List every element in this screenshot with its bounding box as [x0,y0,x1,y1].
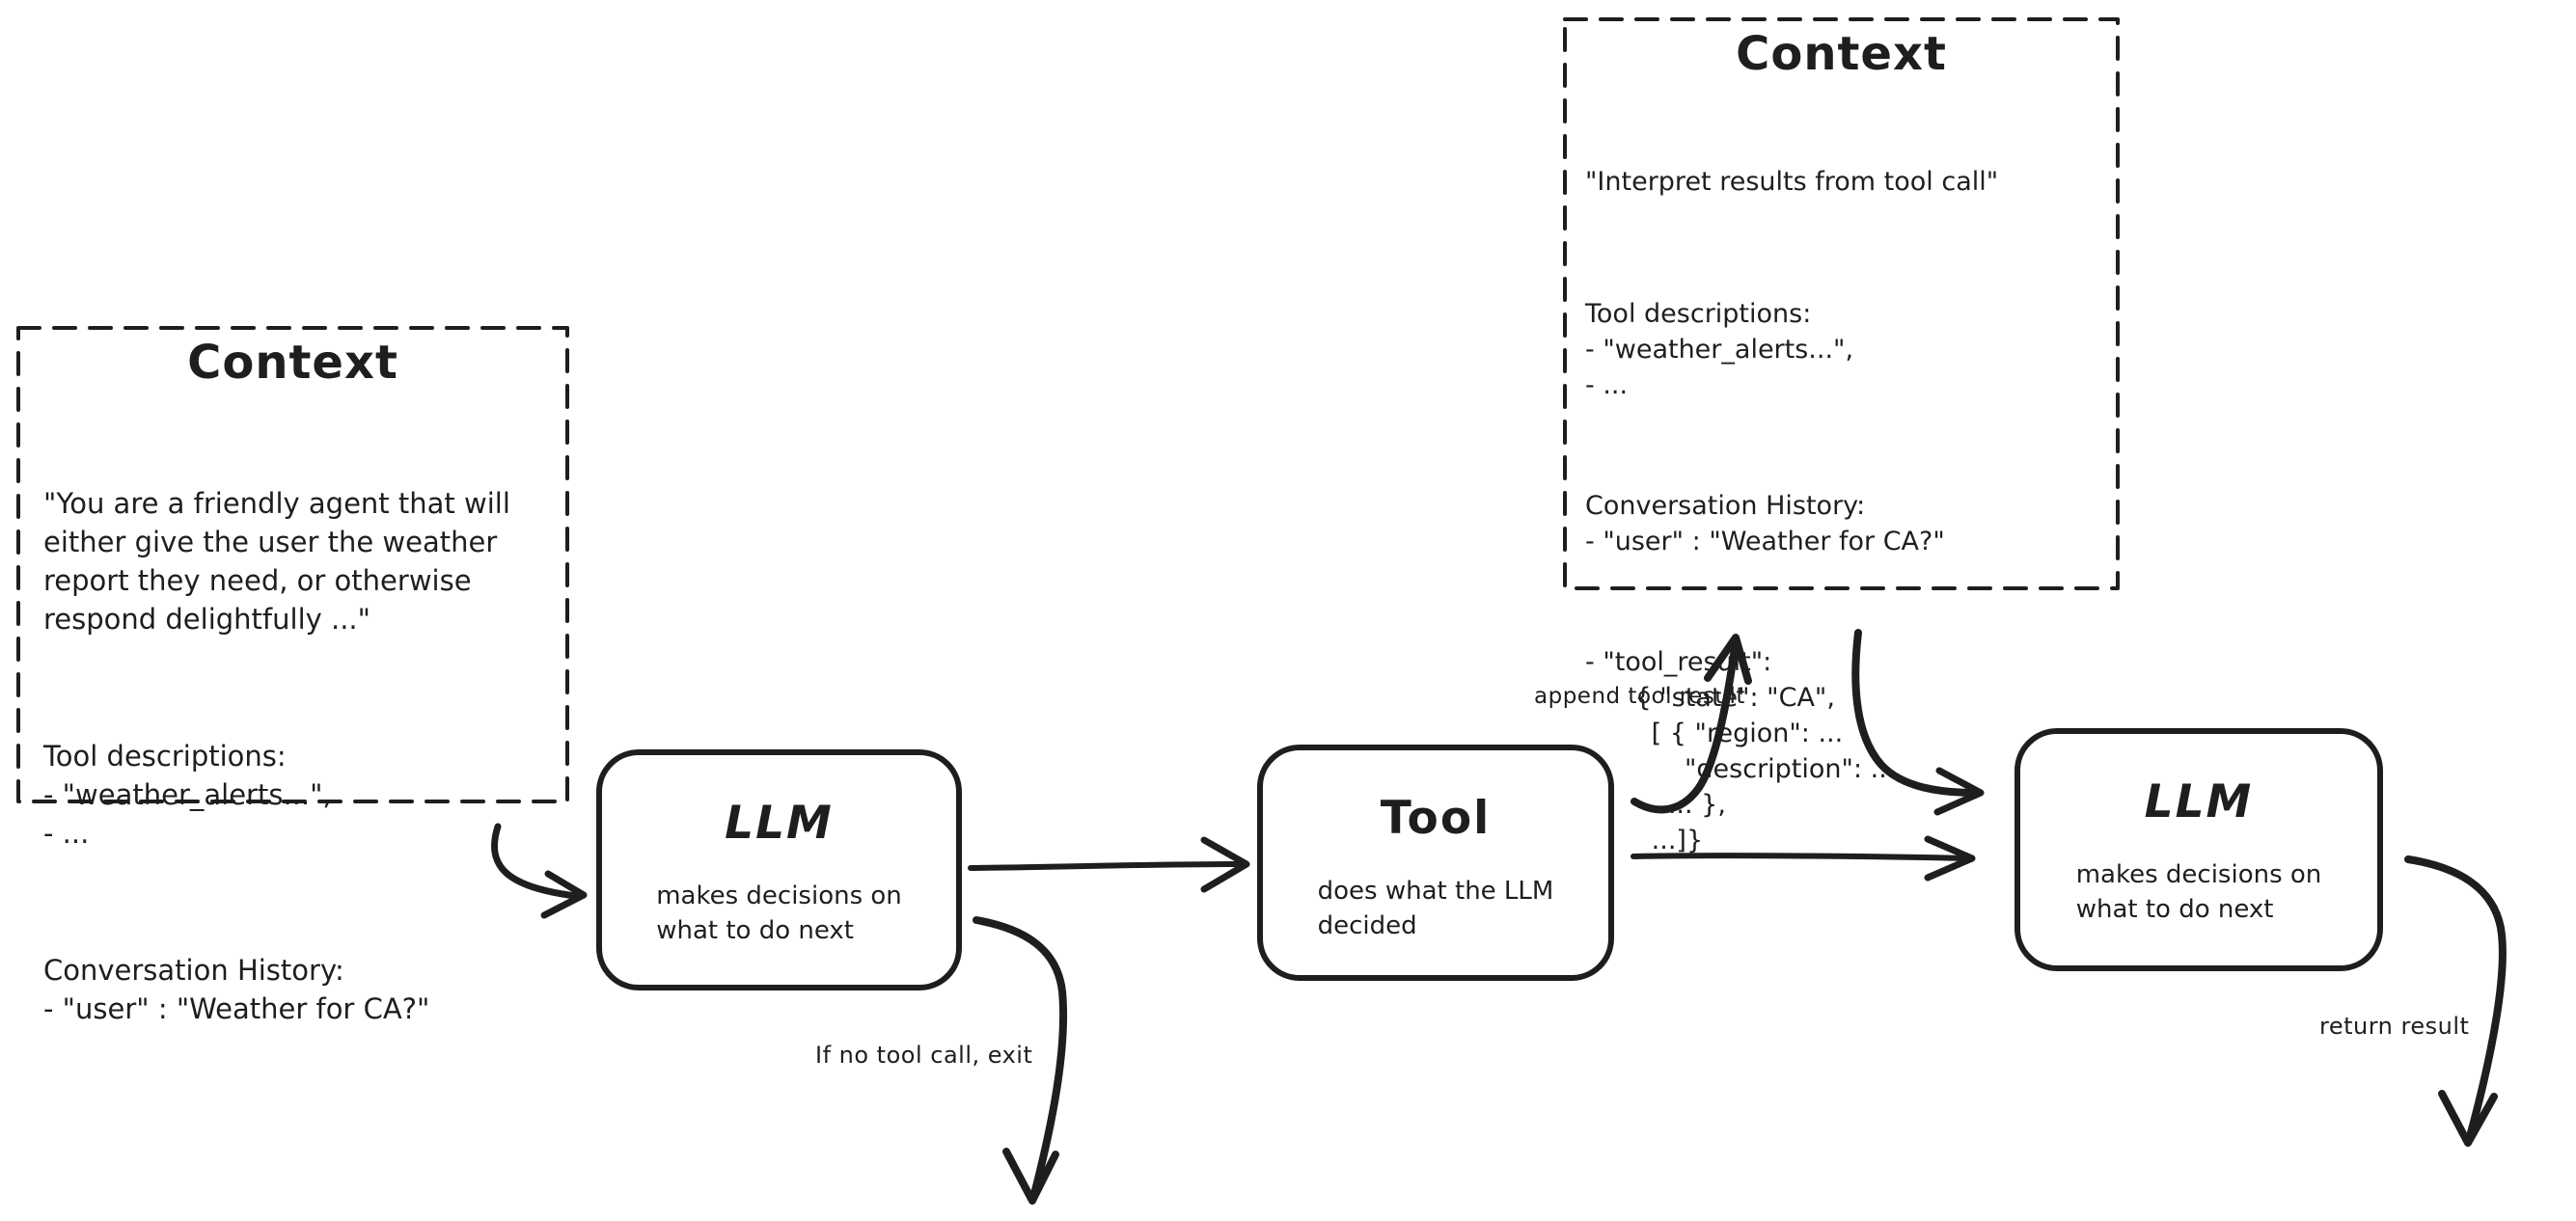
arrow-context-to-llm1-head [540,870,588,919]
node-tool-description: does what the LLM decided [1317,877,1554,940]
edge-label-append-tool-result: append tool result [1534,684,1745,709]
arrow-tool-to-llm2-shaft [1631,853,1971,861]
arrow-llm1-exit-shaft [973,916,1068,1202]
context-after-tool-title: Context [1736,27,1947,81]
node-llm-2-title: LLM [2144,775,2254,828]
context-box-after-tool: Context "Interpret results from tool cal… [1563,17,2120,855]
context-box-initial: Context "You are a friendly agent that w… [16,326,569,1025]
arrow-tool-to-llm2-head [1924,835,1976,882]
edge-label-return-result: return result [2319,1013,2470,1040]
tool-result-text: - "tool_result": { "state": "CA", [ { "r… [1585,647,1896,855]
node-llm-1: LLM makes decisions on what to do next [596,749,962,990]
node-tool-title: Tool [1380,792,1492,845]
interpret-results-text: "Interpret results from tool call" [1585,167,1999,197]
context-initial-title: Context [187,336,398,390]
edge-label-if-no-tool-call-exit: If no tool call, exit [815,1042,1033,1069]
arrow-context-to-llm2-shaft [1851,629,1980,797]
arrow-llm1-to-tool-shaft [968,861,1246,871]
arrow-tool-to-context-head [1704,634,1752,685]
arrow-tool-to-context-shaft [1631,638,1740,814]
node-llm-2-description: makes decisions on what to do next [2075,860,2322,924]
context-after-tool-body: "Interpret results from tool call" Tool … [1585,93,2120,943]
tool-descriptions-text: Tool descriptions: - "weather_alerts..."… [1585,299,1854,400]
arrow-context-to-llm1-shaft [491,823,580,900]
context-initial-border [16,326,569,803]
system-prompt-text: "You are a friendly agent that will eith… [43,487,510,636]
arrow-context-to-llm2-head [1933,767,1985,816]
node-llm-1-description: makes decisions on what to do next [656,882,902,945]
node-llm-1-title: LLM [725,797,834,850]
arrow-llm2-return-head [2438,1090,2498,1147]
conversation-history-text: Conversation History: - "user" : "Weathe… [43,954,430,1025]
conversation-history-text: Conversation History: - "user" : "Weathe… [1585,491,1945,556]
arrow-llm2-return-shaft [2404,855,2507,1144]
context-initial-body: "You are a friendly agent that will eith… [43,407,569,1126]
tool-descriptions-text: Tool descriptions: - "weather_alerts..."… [43,740,332,850]
arrow-llm1-to-tool-head [1200,836,1250,893]
node-tool: Tool does what the LLM decided [1257,745,1614,981]
context-after-tool-border [1563,17,2120,590]
node-llm-2: LLM makes decisions on what to do next [2014,728,2383,971]
arrow-llm1-exit-head [1002,1148,1059,1205]
